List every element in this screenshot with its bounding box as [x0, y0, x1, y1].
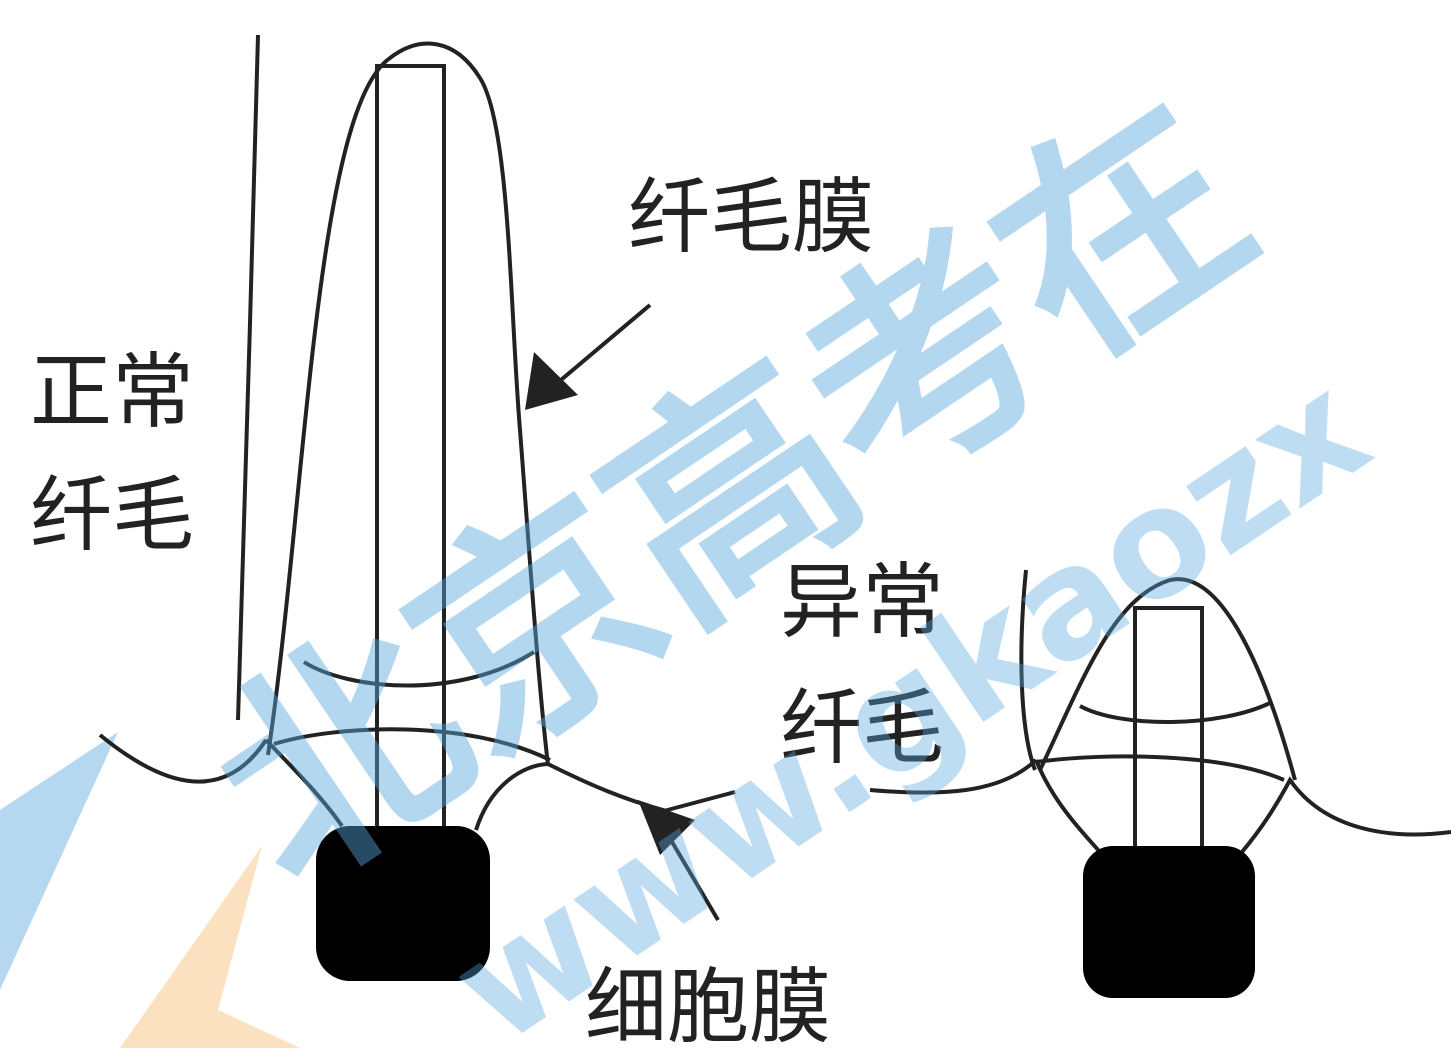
- abnormal-cell-surface-right: [1240, 776, 1451, 854]
- pointer-arrows: [525, 303, 736, 922]
- normal-cilium-label-line2: 纤毛: [30, 468, 194, 563]
- abnormal-basal-body: [1083, 846, 1255, 998]
- abnormal-cilium-outer-line: [1019, 569, 1037, 771]
- normal-cilium-drawing: [98, 34, 671, 981]
- cell-membrane-arrow-tail: [659, 790, 736, 814]
- abnormal-cilium-drawing: [869, 569, 1451, 998]
- normal-cilium-plate-lower: [273, 727, 551, 762]
- normal-cilium-outer-line: [236, 34, 260, 721]
- normal-cilium-label-line1: 正常: [30, 345, 194, 440]
- normal-basal-body: [316, 826, 490, 981]
- normal-base-link-left: [264, 738, 344, 828]
- abnormal-cell-surface-left: [869, 758, 1038, 795]
- watermark-orange-chevron: [120, 846, 300, 1048]
- cell-membrane-arrowhead: [638, 800, 695, 855]
- ciliary-membrane-arrowhead: [525, 352, 578, 410]
- watermark-blue-chevron: [0, 732, 118, 990]
- normal-cilium-membrane: [266, 41, 550, 766]
- watermark-logo: [0, 732, 300, 1048]
- diagram-labels: 正常 纤毛 纤毛膜 异常 纤毛 细胞膜: [30, 170, 944, 1052]
- cell-membrane-arrow-shaft: [663, 828, 720, 922]
- cell-membrane-label: 细胞膜: [585, 960, 831, 1048]
- normal-cell-surface-right: [474, 761, 671, 831]
- abnormal-cilium-label-line1: 异常: [780, 555, 944, 650]
- ciliary-membrane-label: 纤毛膜: [628, 170, 874, 265]
- ciliary-membrane-arrow-shaft: [553, 303, 652, 387]
- abnormal-cilium-plate-lower: [1035, 754, 1285, 782]
- normal-cilium-plate-upper: [302, 650, 536, 688]
- abnormal-cilium-membrane: [1038, 577, 1297, 781]
- abnormal-cilium-plate-upper: [1079, 700, 1273, 725]
- abnormal-base-link-left: [1034, 759, 1102, 854]
- abnormal-cilium-label-line2: 纤毛: [780, 681, 944, 776]
- normal-cell-surface-left: [98, 733, 268, 784]
